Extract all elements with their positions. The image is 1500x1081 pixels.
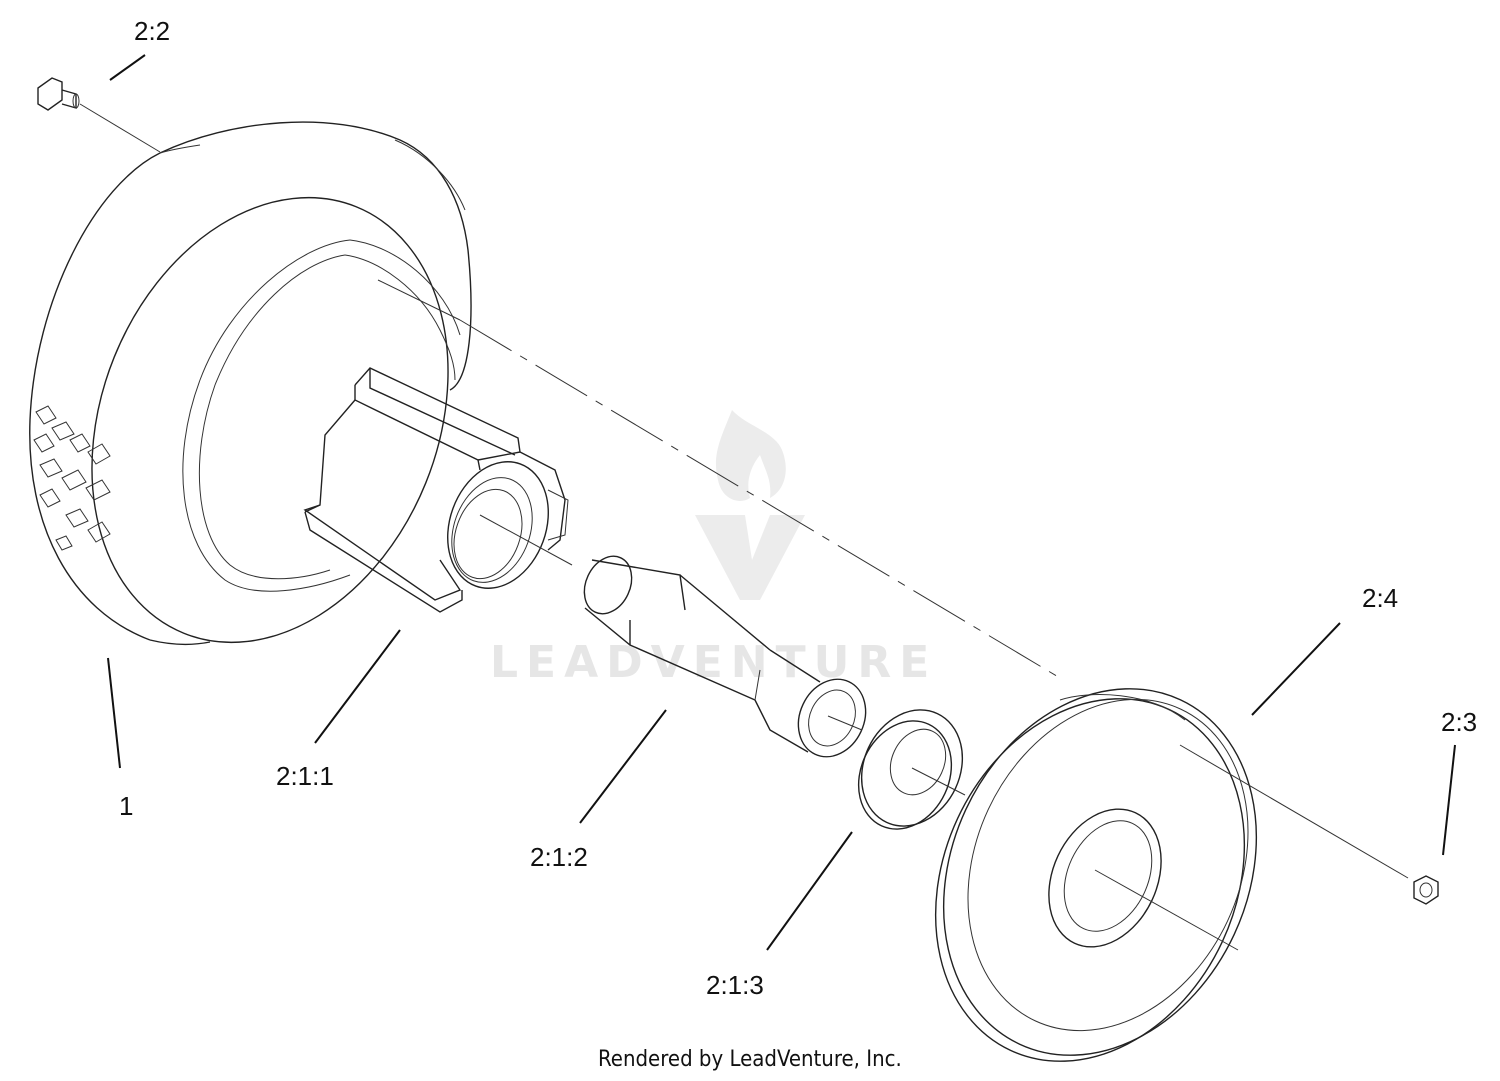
label-2-2: 2:2 xyxy=(134,16,170,46)
watermark: LEADVENTURE xyxy=(490,410,937,688)
label-2-3: 2:3 xyxy=(1441,707,1477,737)
hub-bracket xyxy=(303,367,569,613)
callout-labels: 2:2 1 2:1:1 2:1:2 2:1:3 2:4 2:3 xyxy=(119,16,1477,1000)
render-credit: Rendered by LeadVenture, Inc. xyxy=(598,1047,902,1072)
spacer-tube xyxy=(583,555,867,758)
nut xyxy=(1413,875,1439,905)
watermark-text: LEADVENTURE xyxy=(490,637,937,688)
label-2-1-1: 2:1:1 xyxy=(276,761,334,791)
leader-lines xyxy=(107,54,1456,951)
hub-cap xyxy=(934,688,1258,1062)
label-2-4: 2:4 xyxy=(1362,583,1398,613)
label-1: 1 xyxy=(119,791,133,821)
tread-pattern xyxy=(33,405,111,551)
watermark-v-icon xyxy=(695,515,805,600)
bolt xyxy=(37,77,80,111)
tire xyxy=(29,121,472,646)
washer xyxy=(857,709,964,830)
label-2-1-3: 2:1:3 xyxy=(706,970,764,1000)
assembly-lines xyxy=(79,103,1409,951)
label-2-1-2: 2:1:2 xyxy=(530,842,588,872)
watermark-flame-icon xyxy=(715,410,786,501)
